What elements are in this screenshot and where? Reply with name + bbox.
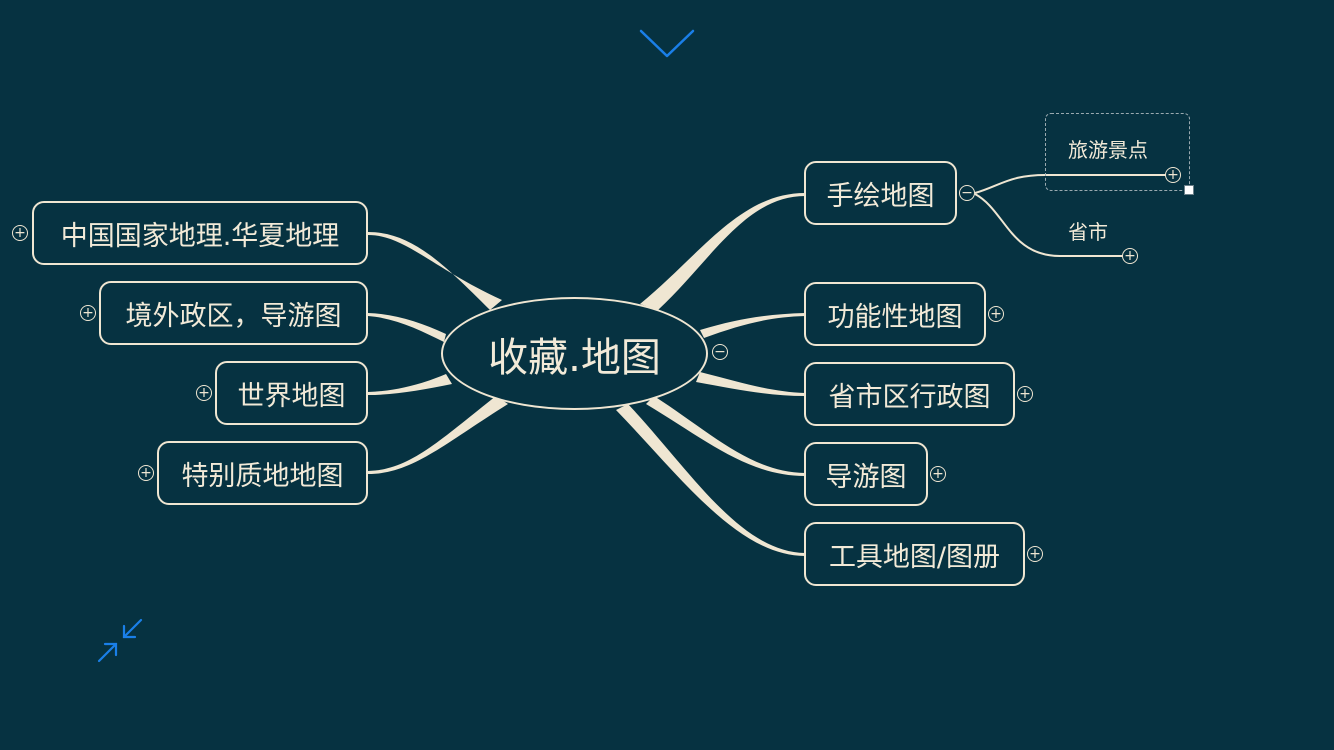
expand-icon[interactable]: +: [1165, 167, 1181, 183]
expand-icon[interactable]: +: [80, 305, 96, 321]
branch-left-2: [368, 313, 446, 342]
branch-right-1: [640, 193, 805, 310]
chevron-down-icon[interactable]: [639, 29, 695, 58]
branch-right-4: [646, 396, 805, 476]
expand-icon[interactable]: +: [138, 465, 154, 481]
central-topic[interactable]: 收藏.地图: [441, 297, 708, 410]
collapse-icon[interactable]: −: [959, 185, 975, 201]
expand-icon[interactable]: +: [988, 306, 1004, 322]
main-branches: [368, 193, 805, 556]
topic-tour-guide[interactable]: 导游图: [804, 442, 928, 506]
collapse-arrows-icon[interactable]: [97, 618, 143, 663]
topic-world-map[interactable]: 世界地图: [215, 361, 368, 425]
topic-label: 省市区行政图: [828, 381, 991, 413]
topic-tool-atlas[interactable]: 工具地图/图册: [804, 522, 1025, 586]
expand-icon[interactable]: +: [1027, 546, 1043, 562]
topic-label: 工具地图/图册: [828, 541, 1001, 573]
topic-admin-map[interactable]: 省市区行政图: [804, 362, 1015, 426]
expand-icon[interactable]: +: [1017, 386, 1033, 402]
topic-functional[interactable]: 功能性地图: [804, 282, 986, 346]
expand-icon[interactable]: +: [1122, 248, 1138, 264]
expand-icon[interactable]: +: [12, 225, 28, 241]
topic-label: 导游图: [825, 461, 907, 493]
branch-left-4: [368, 396, 508, 474]
sub-branch-1: [974, 173, 1170, 194]
topic-label: 手绘地图: [826, 180, 935, 212]
branch-left-1: [368, 232, 502, 310]
topic-label: 中国国家地理.华夏地理: [60, 220, 340, 252]
resize-handle[interactable]: [1184, 185, 1194, 195]
subtopic-province-city[interactable]: 省市: [1068, 220, 1108, 244]
central-topic-label: 收藏.地图: [488, 334, 661, 381]
topic-overseas-regions[interactable]: 境外政区，导游图: [99, 281, 368, 345]
sub-branches: [974, 173, 1170, 257]
branch-right-3: [696, 372, 805, 396]
subtopic-scenic-spots[interactable]: 旅游景点: [1068, 138, 1148, 162]
selection-box: [1045, 113, 1190, 191]
branch-left-3: [368, 374, 452, 395]
branch-right-2: [700, 313, 805, 338]
topic-label: 特别质地地图: [181, 460, 344, 492]
collapse-central-icon[interactable]: −: [712, 344, 728, 360]
topic-hand-drawn[interactable]: 手绘地图: [804, 161, 957, 225]
expand-icon[interactable]: +: [196, 385, 212, 401]
topic-label: 世界地图: [237, 380, 346, 412]
expand-icon[interactable]: +: [930, 466, 946, 482]
topic-special-material[interactable]: 特别质地地图: [157, 441, 368, 505]
topic-china-geography[interactable]: 中国国家地理.华夏地理: [32, 201, 368, 265]
branch-right-5: [616, 404, 805, 556]
sub-branch-2: [974, 193, 1128, 257]
topic-label: 功能性地图: [827, 301, 963, 333]
topic-label: 境外政区，导游图: [125, 300, 342, 332]
